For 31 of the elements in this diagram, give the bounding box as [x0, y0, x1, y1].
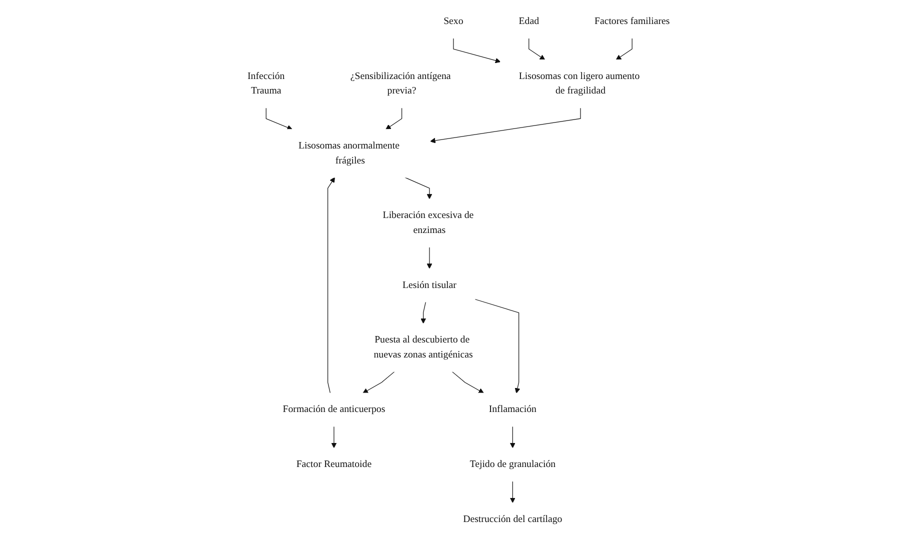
node-text: Lesión tisular: [402, 280, 457, 290]
node-text: Destrucción del cartílago: [463, 514, 563, 524]
arrow: [404, 177, 433, 200]
node-text: ¿Sensibilización antígena previa?: [350, 70, 452, 96]
arrow: [452, 371, 484, 394]
arrow: [454, 38, 501, 64]
arrow: [266, 108, 293, 130]
node-text: Lisosomas anormalmente frágiles: [298, 140, 400, 166]
node-text: Sexo: [444, 16, 464, 26]
arrow: [363, 371, 396, 394]
arrow: [528, 38, 546, 60]
arrow: [328, 177, 336, 394]
node-text: Factores familiares: [594, 16, 670, 26]
arrow: [386, 108, 402, 130]
node-text: Infección Trauma: [248, 70, 286, 96]
node-text: Factor Reumatoide: [296, 459, 372, 470]
node-text: Edad: [519, 16, 540, 26]
arrow: [427, 246, 433, 269]
node-text: Tejido de granulación: [470, 459, 556, 470]
arrow: [430, 108, 582, 144]
node-text: Puesta al descubierto de nuevas zonas antigénicas: [374, 334, 474, 360]
arrow: [510, 426, 516, 448]
arrow: [475, 298, 520, 394]
node-text: Formación de anticuerpos: [283, 404, 386, 415]
arrow: [420, 302, 426, 324]
arrow: [510, 480, 516, 504]
arrow: [616, 38, 633, 60]
arrow: [332, 426, 338, 448]
node-text: Lisosomas con ligero aumento de fragilidad: [519, 70, 640, 96]
node-text: Liberación excesiva de enzimas: [383, 210, 474, 236]
node-text: Inflamación: [489, 404, 537, 415]
